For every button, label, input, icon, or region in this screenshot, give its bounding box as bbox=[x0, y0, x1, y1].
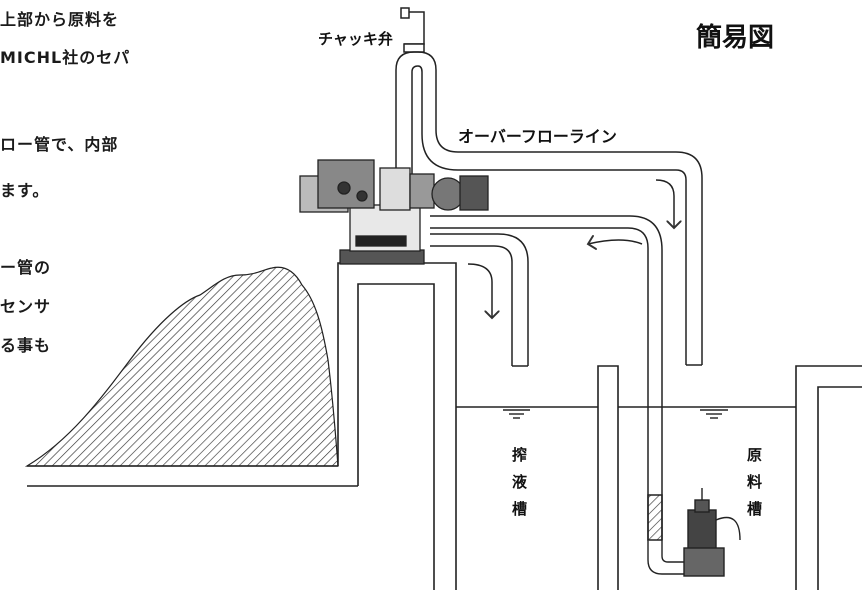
desc-line-6: センサ bbox=[0, 297, 52, 316]
overflow-line-label: オーバーフローライン bbox=[458, 127, 617, 146]
press-tank-char-3: 槽 bbox=[512, 500, 527, 518]
desc-line-2: MICHL社のセパ bbox=[0, 48, 131, 67]
tank-walls bbox=[456, 365, 862, 590]
liquid-level-marks bbox=[503, 409, 728, 419]
press-tank-char-1: 搾 bbox=[512, 446, 527, 464]
desc-line-4: ます。 bbox=[0, 181, 50, 200]
material-pile bbox=[24, 266, 339, 467]
raw-tank-char-2: 料 bbox=[747, 473, 762, 491]
raw-tank-char-3: 槽 bbox=[747, 500, 762, 518]
overflow-line bbox=[395, 51, 703, 366]
desc-line-5: ー管の bbox=[0, 258, 52, 277]
desc-line-3: ロー管で、内部 bbox=[0, 135, 119, 154]
check-valve-label: チャッキ弁 bbox=[318, 30, 393, 48]
return-pipe bbox=[430, 233, 529, 367]
desc-line-7: る事も bbox=[0, 336, 52, 355]
pump-pipe bbox=[430, 215, 663, 541]
foundation bbox=[27, 262, 457, 590]
raw-tank-char-1: 原 bbox=[747, 446, 762, 464]
separator-machine bbox=[299, 159, 489, 265]
press-tank-char-2: 液 bbox=[512, 473, 528, 491]
diagram-title: 簡易図 bbox=[696, 22, 774, 53]
desc-line-1: 上部から原料を bbox=[0, 10, 120, 29]
feed-pipe bbox=[400, 7, 425, 53]
submersible-pump bbox=[647, 488, 741, 577]
